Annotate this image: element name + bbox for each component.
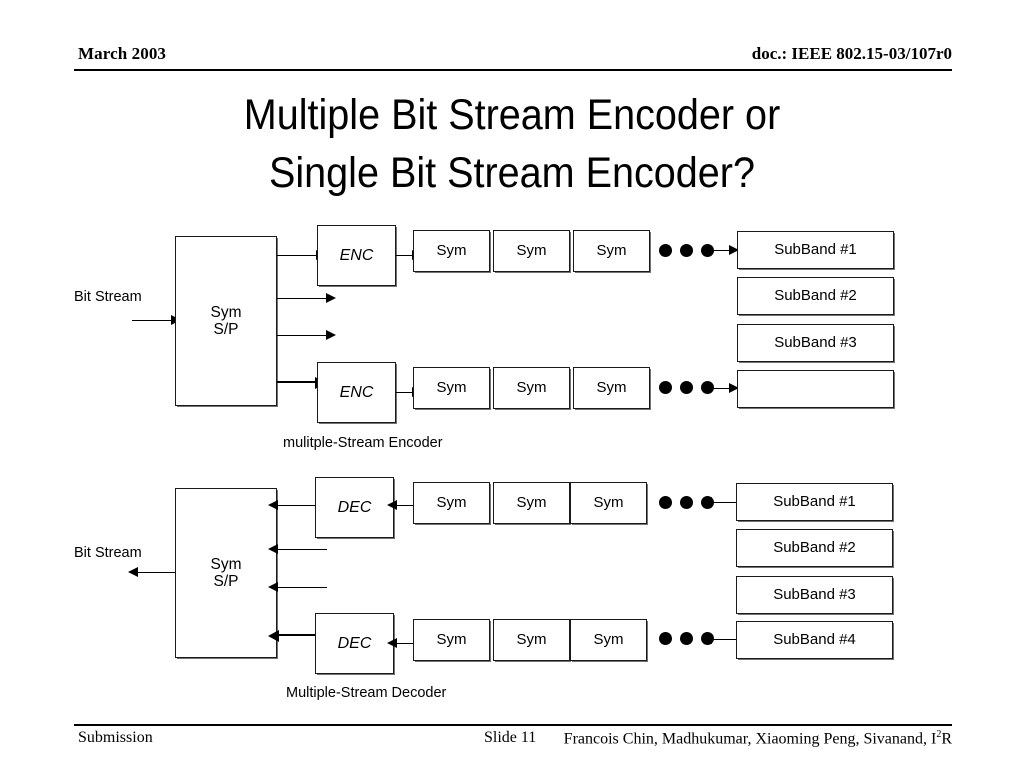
encoder-subband-4 bbox=[737, 370, 894, 408]
decoder-sym-bottom-2: Sym bbox=[493, 619, 570, 661]
decoder-caption: Multiple-Stream Decoder bbox=[286, 685, 447, 701]
encoder-branch-arrow-3 bbox=[277, 330, 336, 341]
encoder-subband-1: SubBand #1 bbox=[737, 231, 894, 269]
decoder-subband-3: SubBand #3 bbox=[736, 576, 893, 614]
decoder-branch-arrow-1 bbox=[268, 500, 315, 511]
encoder-ellipsis-bottom bbox=[659, 381, 714, 394]
encoder-subband-arrow-bottom bbox=[708, 383, 739, 394]
footer-submission: Submission bbox=[78, 729, 153, 746]
header-doc-number: doc.: IEEE 802.15-03/107r0 bbox=[751, 44, 952, 63]
encoder-input-arrow bbox=[132, 315, 181, 326]
encoder-branch-arrow-2 bbox=[277, 293, 336, 304]
footer-authors-superscript: 2 bbox=[936, 729, 942, 740]
decoder-dec-in-arrow-bottom bbox=[387, 638, 413, 649]
encoder-branch-arrow-4 bbox=[277, 376, 326, 389]
encoder-sym-bottom-1: Sym bbox=[413, 367, 490, 409]
encoder-sym-bottom-3: Sym bbox=[573, 367, 650, 409]
encoder-branch-arrow-1 bbox=[277, 250, 326, 261]
encoder-sym-top-3: Sym bbox=[573, 230, 650, 272]
decoder-output-arrow bbox=[128, 567, 175, 578]
decoder-subband-arrow-top bbox=[702, 497, 736, 508]
encoder-sym-bottom-2: Sym bbox=[493, 367, 570, 409]
decoder-subband-1: SubBand #1 bbox=[736, 483, 893, 521]
decoder-dec-block-top: DEC bbox=[315, 477, 394, 538]
header-date: March 2003 bbox=[78, 44, 167, 63]
encoder-enc-block-bottom: ENC bbox=[317, 362, 396, 423]
decoder-subband-arrow-bottom bbox=[702, 634, 736, 645]
page-title: Multiple Bit Stream Encoder or Single Bi… bbox=[243, 91, 781, 197]
encoder-subband-2: SubBand #2 bbox=[737, 277, 894, 315]
encoder-subband-arrow-top bbox=[708, 245, 739, 256]
decoder-branch-arrow-2 bbox=[268, 544, 327, 555]
footer-authors: Francois Chin, Madhukumar, Xiaoming Peng… bbox=[564, 729, 952, 748]
decoder-sym-top-1: Sym bbox=[413, 482, 490, 524]
decoder-dec-block-bottom: DEC bbox=[315, 613, 394, 674]
header-divider bbox=[74, 69, 952, 71]
decoder-dec-in-arrow-top bbox=[387, 500, 413, 511]
encoder-subband-3: SubBand #3 bbox=[737, 324, 894, 362]
decoder-sym-top-2: Sym bbox=[493, 482, 570, 524]
encoder-ellipsis-top bbox=[659, 244, 714, 257]
encoder-enc-out-arrow-bottom bbox=[396, 387, 422, 398]
decoder-sym-top-3: Sym bbox=[570, 482, 647, 524]
encoder-enc-block-top: ENC bbox=[317, 225, 396, 286]
decoder-branch-arrow-3 bbox=[268, 582, 327, 593]
footer-authors-text: Francois Chin, Madhukumar, Xiaoming Peng… bbox=[563, 730, 937, 748]
encoder-input-label: Bit Stream bbox=[74, 289, 142, 305]
encoder-enc-out-arrow-top bbox=[396, 250, 422, 261]
encoder-sym-top-2: Sym bbox=[493, 230, 570, 272]
decoder-branch-arrow-4 bbox=[268, 629, 315, 642]
footer-authors-suffix: R bbox=[941, 730, 952, 748]
decoder-sym-bottom-3: Sym bbox=[570, 619, 647, 661]
footer-slide-number: Slide 11 bbox=[484, 729, 537, 746]
decoder-sp-block: Sym S/P bbox=[175, 488, 277, 658]
encoder-sym-top-1: Sym bbox=[413, 230, 490, 272]
decoder-sym-bottom-1: Sym bbox=[413, 619, 490, 661]
decoder-output-label: Bit Stream bbox=[74, 545, 142, 561]
encoder-caption: mulitple-Stream Encoder bbox=[283, 435, 443, 451]
decoder-subband-2: SubBand #2 bbox=[736, 529, 893, 567]
footer-divider bbox=[74, 724, 952, 726]
decoder-subband-4: SubBand #4 bbox=[736, 621, 893, 659]
encoder-sp-block: Sym S/P bbox=[175, 236, 277, 406]
